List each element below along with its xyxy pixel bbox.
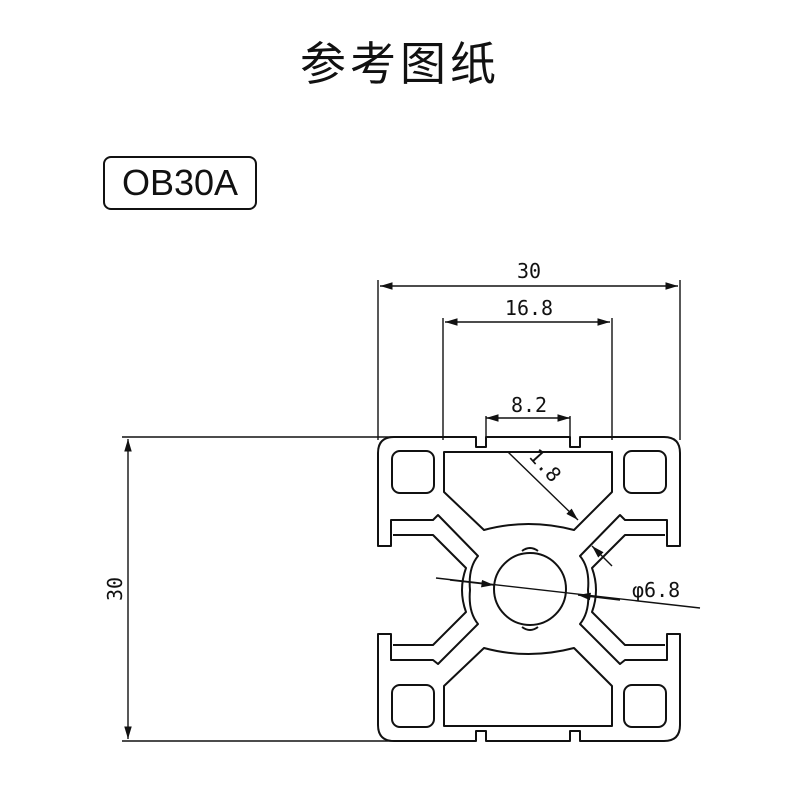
dim-label-wall-1-8: 1.8 [524,444,566,487]
center-bore-circle [493,552,567,626]
profile-inner-slot-bottom [443,647,613,727]
dim-label-width-16-8: 16.8 [505,296,553,320]
bore-notch-top [521,547,539,552]
bore-notch-bottom [521,626,539,631]
model-code-label: OB30A [121,162,239,203]
model-code-badge: OB30A [103,156,257,210]
dimension-lines [124,282,701,739]
corner-cavity-bottom-left [391,684,435,728]
dim-label-bore-6-8: φ6.8 [632,578,680,602]
extension-lines [122,280,681,742]
dim-label-slot-8-2: 8.2 [511,393,547,417]
wall-1-8-leader [507,451,579,521]
wall-1-8-leader-2 [591,545,613,567]
profile-inner-slot-left [393,534,467,646]
page-title: 参考图纸 [300,37,500,91]
dim-label-height-30: 30 [103,577,127,601]
corner-cavity-bottom-right [623,684,667,728]
profile-inner-slot-right [591,534,665,646]
dim-label-width-30: 30 [517,259,541,283]
profile-outer-contour [377,436,681,742]
corner-cavity-top-left [391,450,435,494]
aluminum-profile-outline [377,436,681,742]
profile-inner-slot-top [443,451,613,531]
corner-cavity-top-right [623,450,667,494]
